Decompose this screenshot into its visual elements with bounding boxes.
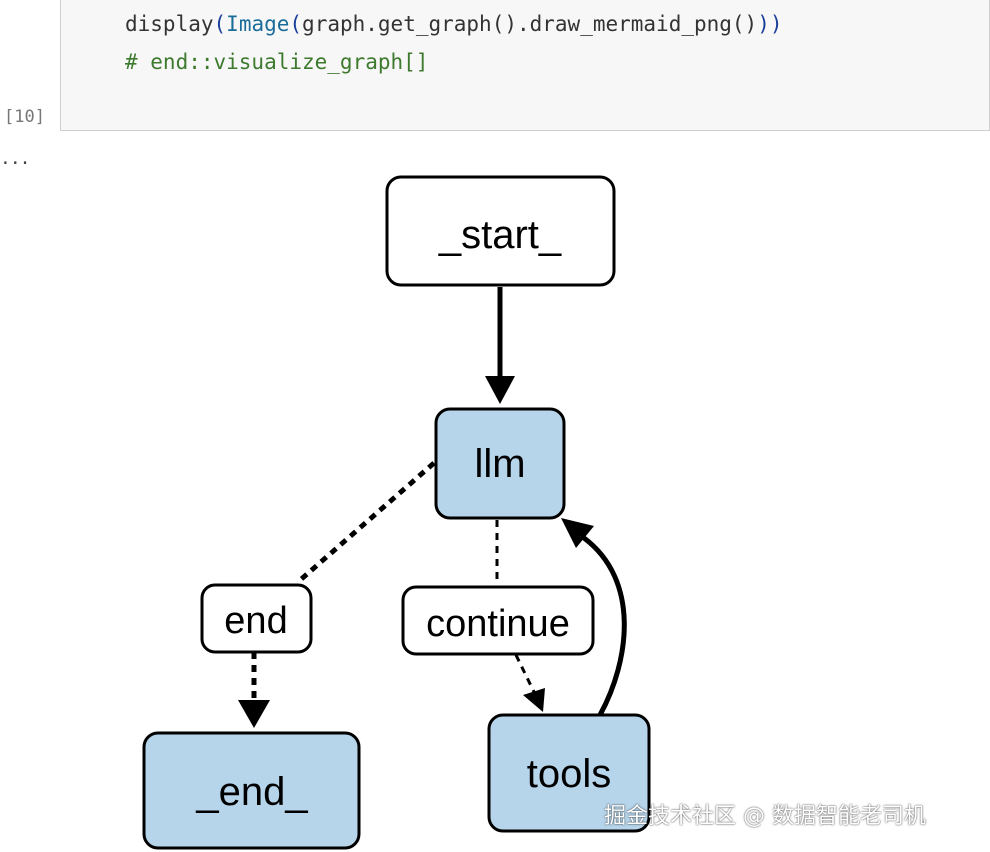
node-start[interactable]: _start_ bbox=[385, 175, 616, 287]
node-end-label: _end_ bbox=[195, 770, 308, 814]
code-token-paren: ( bbox=[289, 12, 303, 36]
code-cell[interactable]: display(Image(graph.get_graph().draw_mer… bbox=[60, 0, 990, 131]
code-token-display: display bbox=[125, 12, 214, 36]
code-line-comment: # end::visualize_graph[] bbox=[125, 50, 429, 74]
code-line-display: display(Image(graph.get_graph().draw_mer… bbox=[125, 10, 783, 38]
node-tools-label: tools bbox=[527, 752, 612, 796]
edge-label-end-text: end bbox=[224, 600, 287, 642]
node-tools[interactable]: tools bbox=[487, 713, 651, 833]
edge-end-label-to-end bbox=[238, 652, 270, 728]
execution-count: [10] bbox=[4, 107, 45, 127]
output-collapse-ellipsis[interactable]: ... bbox=[0, 148, 30, 169]
node-llm-label: llm bbox=[474, 442, 525, 486]
code-token-paren: )) bbox=[757, 12, 783, 36]
edge-label-continue-text: continue bbox=[426, 603, 570, 645]
code-token-paren: ( bbox=[213, 12, 227, 36]
edge-tools-to-llm bbox=[561, 518, 627, 717]
node-start-label: _start_ bbox=[438, 213, 562, 257]
code-token-call: graph.get_graph().draw_mermaid_png() bbox=[302, 12, 758, 36]
node-end[interactable]: _end_ bbox=[142, 731, 361, 850]
node-llm[interactable]: llm bbox=[434, 407, 566, 520]
edge-label-end: end bbox=[200, 583, 313, 654]
edge-start-to-llm bbox=[485, 287, 515, 404]
edge-continue-label-to-tools bbox=[514, 654, 545, 712]
code-token-image: Image bbox=[226, 12, 290, 36]
edge-llm-to-end-label bbox=[296, 461, 436, 584]
edge-label-continue: continue bbox=[401, 585, 595, 656]
watermark-text: 掘金技术社区 @ 数据智能老司机 bbox=[604, 804, 926, 829]
